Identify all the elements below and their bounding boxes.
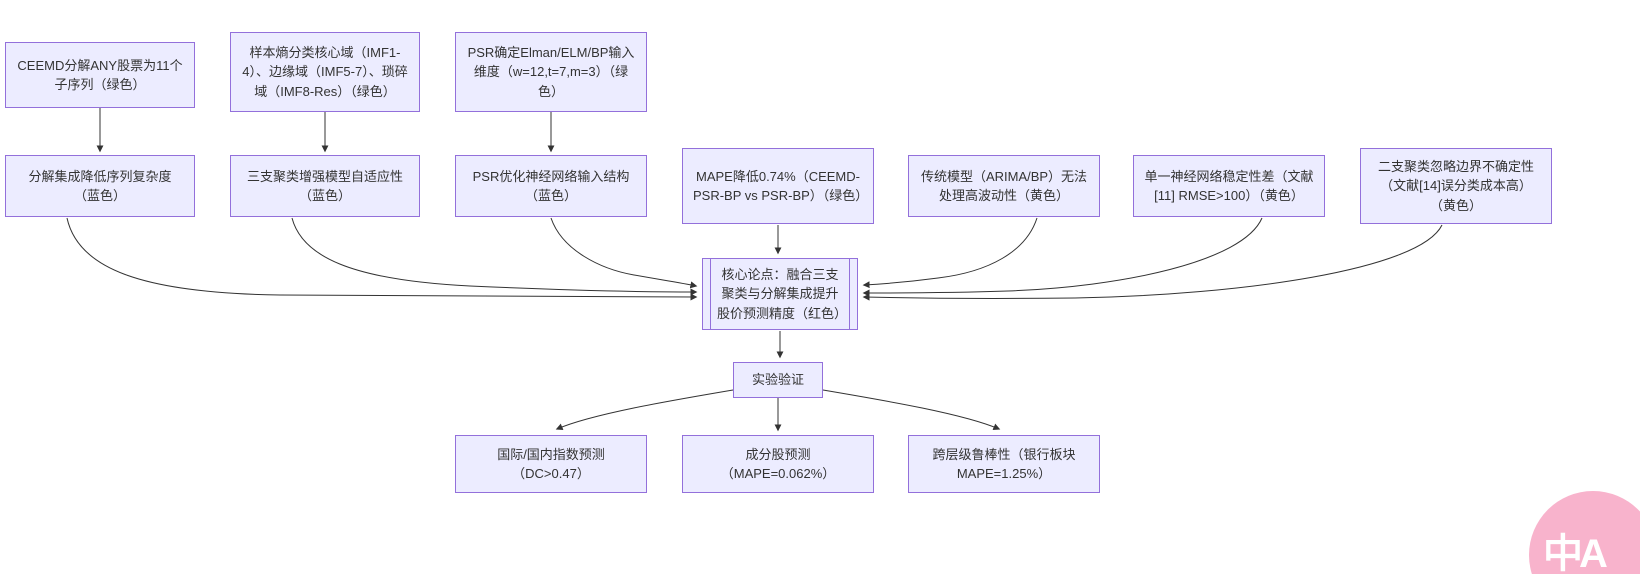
node-psr-structure: PSR优化神经网络输入结构（蓝色） [455, 155, 647, 217]
edge-traditional-to-core [862, 217, 1038, 289]
node-single-nn-unstable: 单一神经网络稳定性差（文献[11] RMSE>100）（黄色） [1133, 155, 1325, 217]
node-traditional-limit: 传统模型（ARIMA/BP）无法处理高波动性（黄色） [908, 155, 1100, 217]
subroutine-border-right [849, 259, 850, 329]
translate-badge-label: 中A [1543, 532, 1608, 574]
edge-twoway-to-core [862, 224, 1443, 301]
node-experiment: 实验验证 [733, 362, 823, 398]
node-sample-entropy: 样本熵分类核心域（IMF1-4）、边缘域（IMF5-7）、琐碎域（IMF8-Re… [230, 32, 420, 112]
node-cross-level-robustness: 跨层级鲁棒性（银行板块 MAPE=1.25%） [908, 435, 1100, 493]
edge-structure-to-core [550, 217, 698, 289]
node-decompose-complexity: 分解集成降低序列复杂度（蓝色） [5, 155, 195, 217]
edge-experiment-to-robustness [822, 389, 1001, 431]
subroutine-border-left [710, 259, 711, 329]
edge-complexity-to-core [66, 217, 698, 301]
node-three-way-adaptive: 三支聚类增强模型自适应性（蓝色） [230, 155, 420, 217]
node-constituent-prediction: 成分股预测（MAPE=0.062%） [682, 435, 874, 493]
core-thesis-label: 核心论点：融合三支聚类与分解集成提升股价预测精度（红色） [717, 266, 848, 321]
node-mape-improve: MAPE降低0.74%（CEEMD-PSR-BP vs PSR-BP）（绿色） [682, 148, 874, 224]
edge-singlenn-to-core [862, 217, 1263, 297]
translate-badge[interactable]: 中A [1529, 491, 1640, 574]
node-index-prediction: 国际/国内指数预测（DC>0.47） [455, 435, 647, 493]
node-psr-input-dim: PSR确定Elman/ELM/BP输入维度（w=12,t=7,m=3）（绿色） [455, 32, 647, 112]
node-core-thesis: 核心论点：融合三支聚类与分解集成提升股价预测精度（红色） [702, 258, 858, 330]
node-ceemd-decompose: CEEMD分解ANY股票为11个子序列（绿色） [5, 42, 195, 108]
node-two-way-limit: 二支聚类忽略边界不确定性（文献[14]误分类成本高）（黄色） [1360, 148, 1552, 224]
edge-adaptive-to-core [291, 217, 698, 296]
edge-experiment-to-index [555, 389, 734, 431]
